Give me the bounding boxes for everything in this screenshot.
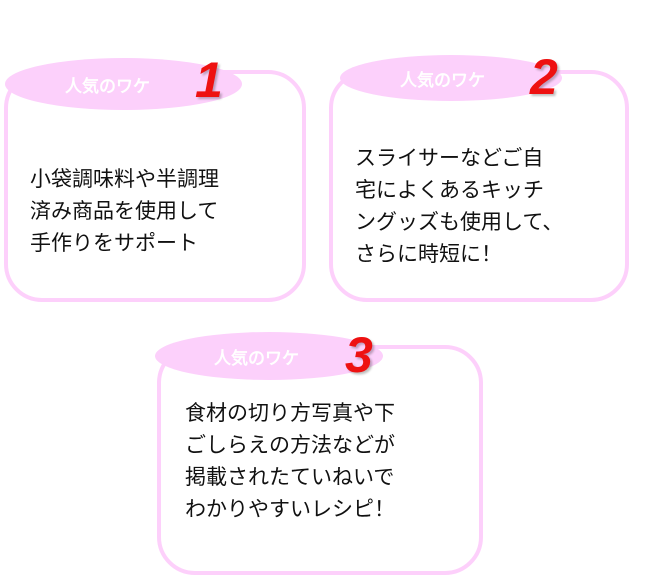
card-2-tag-ellipse	[340, 55, 562, 101]
text-line: 小袋調味料や半調理	[30, 167, 219, 191]
card-3-text: 食材の切り方写真や下ごしらえの方法などが掲載されたていねいでわかりやすいレシピ！	[185, 397, 395, 525]
text-line: スライサーなどご自	[355, 146, 544, 170]
card-3-tag: 人気のワケ	[214, 349, 299, 369]
card-1-tag-ellipse	[5, 58, 242, 110]
text-line: ングッズも使用して、	[355, 210, 564, 234]
text-line: わかりやすいレシピ！	[185, 497, 395, 521]
card-1-number: 1	[195, 52, 223, 108]
card-2-tag: 人気のワケ	[400, 71, 485, 91]
card-3-number: 3	[345, 327, 373, 383]
text-line: さらに時短に！	[355, 242, 502, 266]
text-line: 済み商品を使用して	[30, 199, 219, 223]
card-3	[157, 345, 483, 575]
card-2-text: スライサーなどご自宅によくあるキッチングッズも使用して、さらに時短に！	[355, 142, 563, 270]
text-line: ごしらえの方法などが	[185, 433, 395, 457]
card-1-tag: 人気のワケ	[65, 77, 150, 97]
card-2	[329, 70, 629, 302]
text-line: 手作りをサポート	[30, 231, 198, 255]
card-3-tag-ellipse	[155, 332, 383, 380]
text-line: 掲載されたていねいで	[185, 465, 395, 489]
text-line: 宅によくあるキッチ	[355, 178, 544, 202]
card-2-number: 2	[530, 49, 558, 105]
text-line: 食材の切り方写真や下	[185, 401, 395, 425]
card-1-text: 小袋調味料や半調理済み商品を使用して手作りをサポート	[30, 163, 219, 259]
